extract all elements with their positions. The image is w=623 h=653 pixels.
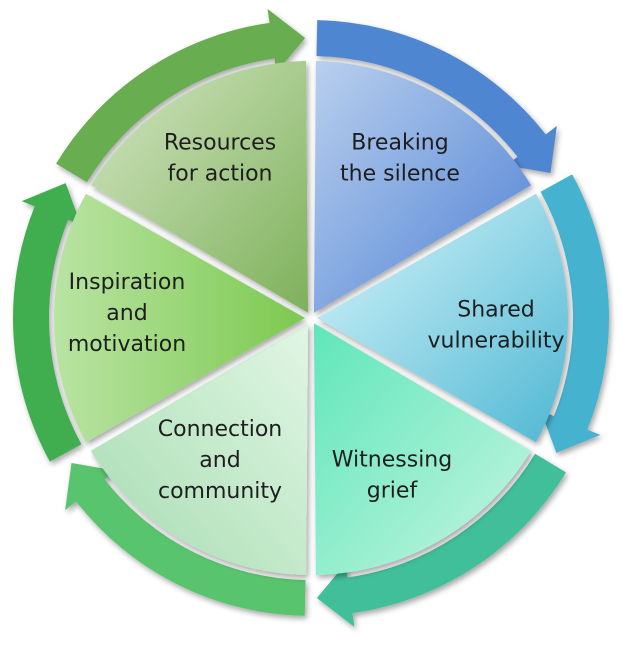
witnessing-segment bbox=[314, 323, 532, 575]
witnessing-label-line: Witnessing bbox=[332, 448, 452, 473]
cycle-arrows bbox=[12, 9, 609, 627]
resources-label-line: for action bbox=[168, 162, 273, 187]
shared-label-line: Shared bbox=[457, 298, 534, 323]
breaking-arrow bbox=[316, 20, 557, 173]
witnessing-label-line: grief bbox=[367, 479, 419, 504]
inspiration-segment bbox=[53, 193, 306, 443]
resources-label: Resources for action bbox=[164, 131, 276, 187]
cycle-segments bbox=[53, 61, 569, 575]
resources-label-line: Resources bbox=[164, 131, 276, 156]
inspiration-label: Inspiration and motivation bbox=[68, 270, 186, 357]
breaking-label: Breaking the silence bbox=[340, 131, 460, 187]
connection-label-line: community bbox=[158, 479, 282, 504]
connection-segment bbox=[90, 323, 308, 575]
breaking-segment bbox=[314, 61, 532, 313]
shared-label-line: vulnerability bbox=[427, 329, 564, 354]
breaking-label-line: Breaking bbox=[351, 131, 448, 156]
connection-label: Connection and community bbox=[158, 417, 282, 504]
inspiration-arrow bbox=[12, 183, 82, 462]
connection-label-line: and bbox=[199, 448, 240, 473]
inspiration-label-line: motivation bbox=[68, 332, 186, 357]
witnessing-label: Witnessing grief bbox=[332, 448, 452, 504]
breaking-label-line: the silence bbox=[340, 162, 460, 187]
resources-segment bbox=[90, 61, 308, 313]
resources-arrow bbox=[56, 9, 306, 183]
witnessing-arrow bbox=[316, 453, 566, 627]
connection-label-line: Connection bbox=[158, 417, 282, 442]
shared-arrow bbox=[540, 174, 609, 453]
inspiration-label-line: Inspiration bbox=[69, 270, 186, 295]
inspiration-label-line: and bbox=[106, 301, 147, 326]
shared-label: Shared vulnerability bbox=[427, 298, 564, 354]
shared-segment bbox=[317, 193, 569, 443]
connection-arrow bbox=[65, 463, 306, 616]
